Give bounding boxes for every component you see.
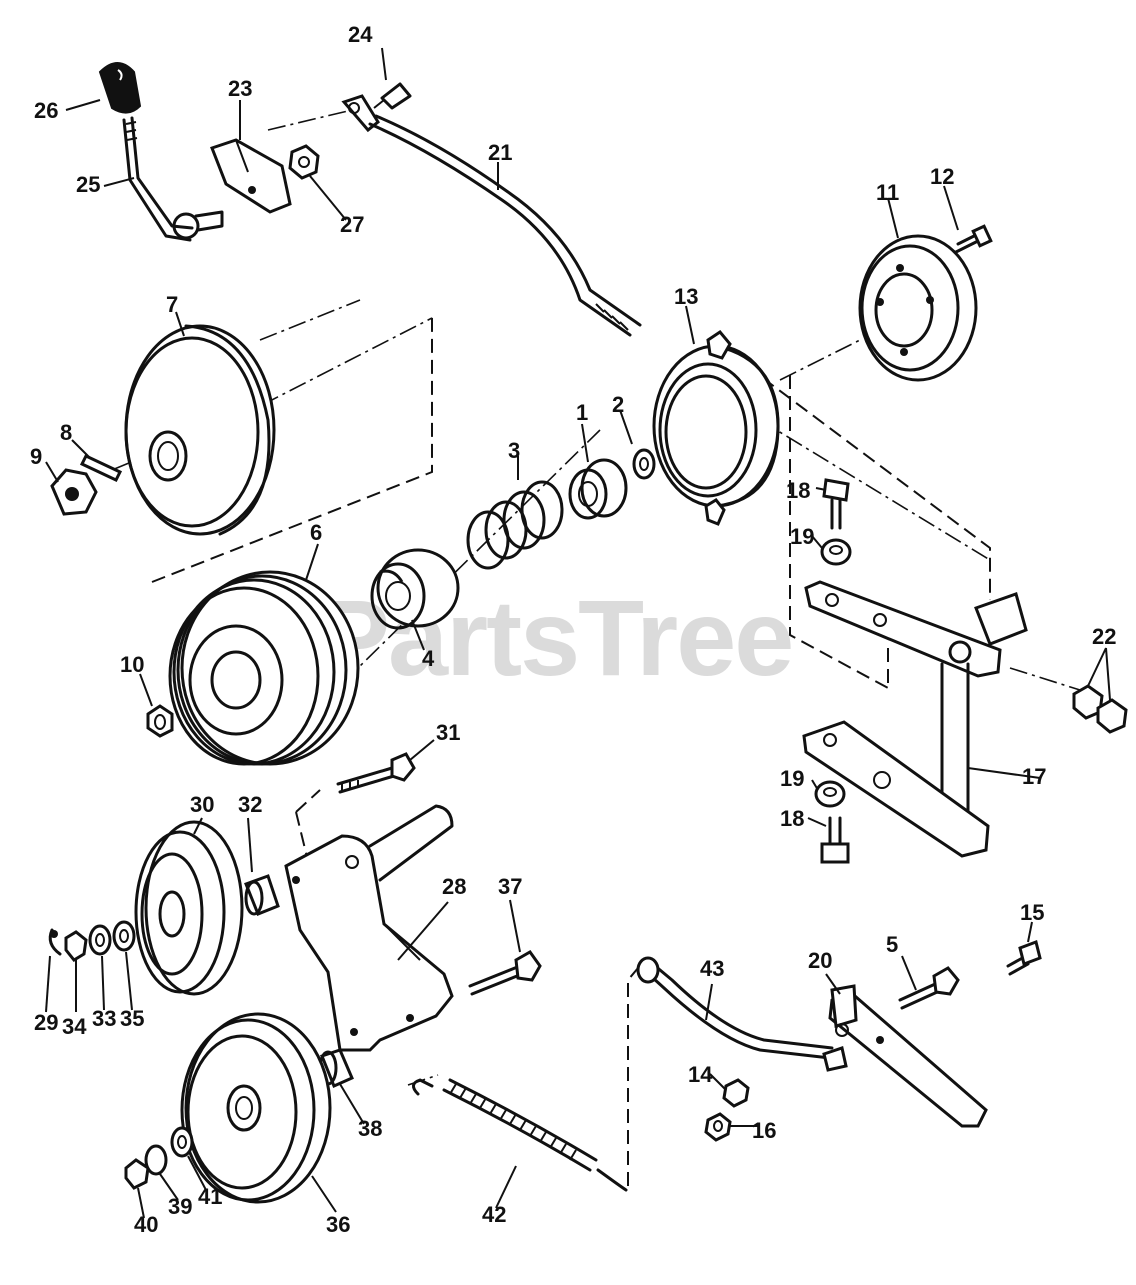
part-7-pulley bbox=[124, 324, 276, 536]
callout-10: 10 bbox=[120, 652, 144, 677]
callout-3: 3 bbox=[508, 438, 520, 463]
part-23-bracket bbox=[210, 138, 292, 214]
callout-33: 33 bbox=[92, 1006, 116, 1031]
callout-15: 15 bbox=[1020, 900, 1044, 925]
part-17-bracket-assembly bbox=[802, 580, 1028, 858]
callout-8: 8 bbox=[60, 420, 72, 445]
callout-26: 26 bbox=[34, 98, 58, 123]
part-43-rod bbox=[636, 956, 834, 1060]
callout-24: 24 bbox=[348, 22, 373, 47]
callout-9: 9 bbox=[30, 444, 42, 469]
callout-22: 22 bbox=[1092, 624, 1116, 649]
callout-11: 11 bbox=[876, 180, 899, 205]
callout-39: 39 bbox=[168, 1194, 192, 1219]
callout-6: 6 bbox=[310, 520, 322, 545]
part-24-bolt bbox=[373, 82, 412, 110]
part-15-screw bbox=[1006, 940, 1042, 976]
part-16-nut bbox=[704, 1112, 732, 1142]
callout-36: 36 bbox=[326, 1212, 350, 1237]
callout-labels: 1 2 3 4 5 6 7 8 9 10 11 12 13 14 15 16 1… bbox=[30, 22, 1116, 1237]
callout-18-bottom: 18 bbox=[780, 806, 804, 831]
part-31-bolt bbox=[336, 752, 416, 794]
callout-23: 23 bbox=[228, 76, 252, 101]
part-26-knob bbox=[98, 62, 142, 114]
part-21-rod bbox=[368, 114, 642, 337]
part-1-bushing bbox=[568, 458, 628, 520]
callout-30: 30 bbox=[190, 792, 214, 817]
callout-13: 13 bbox=[674, 284, 698, 309]
callout-19-bottom: 19 bbox=[780, 766, 804, 791]
callout-2: 2 bbox=[612, 392, 624, 417]
part-25-lever bbox=[122, 116, 224, 242]
part-18-bolts bbox=[820, 478, 850, 864]
part-22-nuts bbox=[1072, 684, 1128, 734]
callout-27: 27 bbox=[340, 212, 364, 237]
part-42-spring bbox=[412, 1078, 628, 1192]
callout-42: 42 bbox=[482, 1202, 506, 1227]
part-4-bearing bbox=[370, 548, 460, 630]
part-9-nut bbox=[50, 468, 98, 516]
callout-29: 29 bbox=[34, 1010, 58, 1035]
callout-34: 34 bbox=[62, 1014, 87, 1039]
part-28-idler-bracket bbox=[284, 804, 454, 1052]
callout-12: 12 bbox=[930, 164, 954, 189]
callout-18-top: 18 bbox=[786, 478, 810, 503]
callout-20: 20 bbox=[808, 948, 832, 973]
callout-31: 31 bbox=[436, 720, 460, 745]
part-6-double-pulley bbox=[168, 570, 360, 766]
callout-19-top: 19 bbox=[790, 524, 814, 549]
washer-stack-29-35 bbox=[48, 920, 136, 962]
callout-16: 16 bbox=[752, 1118, 776, 1143]
callout-41: 41 bbox=[198, 1184, 222, 1209]
callout-1: 1 bbox=[576, 400, 588, 425]
part-30-idler-pulley bbox=[134, 820, 244, 996]
washer-stack-39-41 bbox=[124, 1126, 194, 1190]
callout-25: 25 bbox=[76, 172, 100, 197]
part-10-nut bbox=[146, 704, 174, 738]
part-32-spacer bbox=[244, 874, 280, 916]
part-11-flange bbox=[858, 234, 978, 382]
part-27-nut bbox=[288, 144, 320, 180]
leader-lines bbox=[45, 47, 1111, 1219]
part-13-bearing-housing bbox=[652, 330, 780, 526]
callout-5: 5 bbox=[886, 932, 898, 957]
part-2-washer bbox=[632, 448, 656, 480]
callout-40: 40 bbox=[134, 1212, 158, 1237]
callout-4: 4 bbox=[422, 646, 435, 671]
callout-37: 37 bbox=[498, 874, 522, 899]
callout-32: 32 bbox=[238, 792, 262, 817]
callout-14: 14 bbox=[688, 1062, 713, 1087]
part-37-bolt bbox=[468, 950, 542, 996]
part-19-spacers bbox=[814, 538, 852, 808]
callout-35: 35 bbox=[120, 1006, 144, 1031]
callout-17: 17 bbox=[1022, 764, 1046, 789]
callout-43: 43 bbox=[700, 956, 724, 981]
part-5-bolt bbox=[898, 966, 960, 1010]
part-8-key bbox=[79, 454, 123, 482]
part-36-pulley bbox=[180, 1012, 332, 1204]
part-3-spring bbox=[466, 480, 564, 570]
rod-end bbox=[341, 94, 380, 133]
part-20-lever bbox=[822, 984, 988, 1128]
callout-28: 28 bbox=[442, 874, 466, 899]
part-14-nut bbox=[722, 1078, 750, 1108]
callout-7: 7 bbox=[166, 292, 178, 317]
callout-21: 21 bbox=[488, 140, 512, 165]
callout-38: 38 bbox=[358, 1116, 382, 1141]
part-12-screw bbox=[954, 224, 993, 254]
